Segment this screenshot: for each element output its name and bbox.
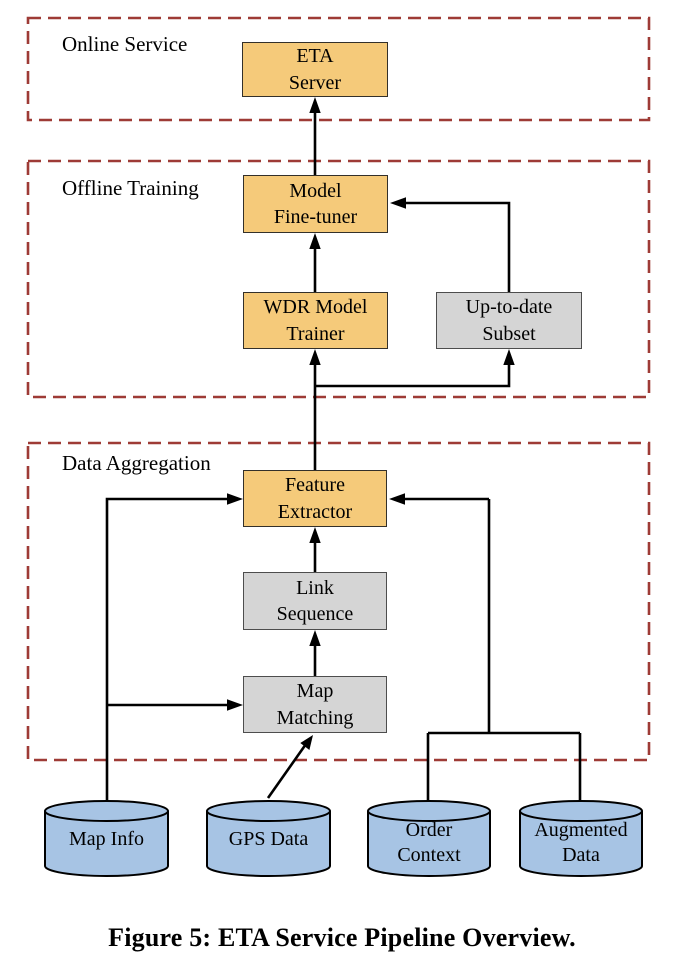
- datastore-label-gps-data: GPS Data: [228, 827, 309, 850]
- datastore-gps-data-shape: [206, 811, 331, 877]
- arrowhead-wdr-bottom: [309, 349, 321, 365]
- arrowhead-etaserver: [309, 97, 321, 113]
- region-label-online-service: Online Service: [62, 32, 188, 56]
- arrowhead-subset-bottom: [503, 349, 515, 365]
- arrowhead-feature-right: [389, 493, 405, 505]
- edge-gpsdata-to-mapmatching: [266, 743, 308, 799]
- node-eta-server: ETA Server: [242, 42, 388, 97]
- arrowhead-mapmatching-bottom: [300, 735, 313, 750]
- edge-feature-to-subset: [315, 362, 511, 388]
- datastore-augmented-data-top: [519, 800, 643, 822]
- datastore-label-augmented-data: Augmented Data: [534, 819, 628, 866]
- arrowhead-finetuner-right: [390, 197, 406, 209]
- node-up-to-date-subset: Up-to-date Subset: [436, 292, 582, 349]
- arrowhead-mapmatching-left: [227, 699, 243, 711]
- arrowhead-linkseq-bottom: [309, 630, 321, 646]
- node-link-sequence: Link Sequence: [243, 572, 387, 630]
- region-label-data-aggregation: Data Aggregation: [62, 451, 211, 475]
- datastore-label-map-info: Map Info: [69, 827, 144, 850]
- datastore-map-info-top: [44, 800, 169, 822]
- arrowhead-feature-bottom: [309, 527, 321, 543]
- region-label-offline-training: Offline Training: [62, 176, 199, 200]
- node-wdr-model-trainer: WDR Model Trainer: [243, 292, 388, 349]
- datastore-gps-data-top: [206, 800, 331, 822]
- datastore-order-context-shape: [367, 811, 491, 877]
- arrowhead-finetuner-bottom: [309, 233, 321, 249]
- figure-caption: Figure 5: ETA Service Pipeline Overview.: [108, 923, 576, 952]
- arrowhead-feature-left: [227, 493, 243, 505]
- datastore-order-context-top: [367, 800, 491, 822]
- datastore-label-order-context: Order Context: [397, 819, 461, 866]
- region-offline-training-frame: [26, 159, 651, 399]
- edge-mapinfo-to-feature: [105, 497, 230, 803]
- region-data-aggregation-frame: [26, 441, 651, 762]
- node-feature-extractor: Feature Extractor: [243, 470, 387, 527]
- node-model-fine-tuner: Model Fine-tuner: [243, 175, 388, 233]
- region-online-service-frame: [26, 16, 651, 122]
- node-map-matching: Map Matching: [243, 676, 387, 733]
- datastore-map-info-shape: [44, 811, 169, 877]
- datastore-augmented-data-shape: [519, 811, 643, 877]
- edge-subset-to-finetuner: [400, 201, 511, 292]
